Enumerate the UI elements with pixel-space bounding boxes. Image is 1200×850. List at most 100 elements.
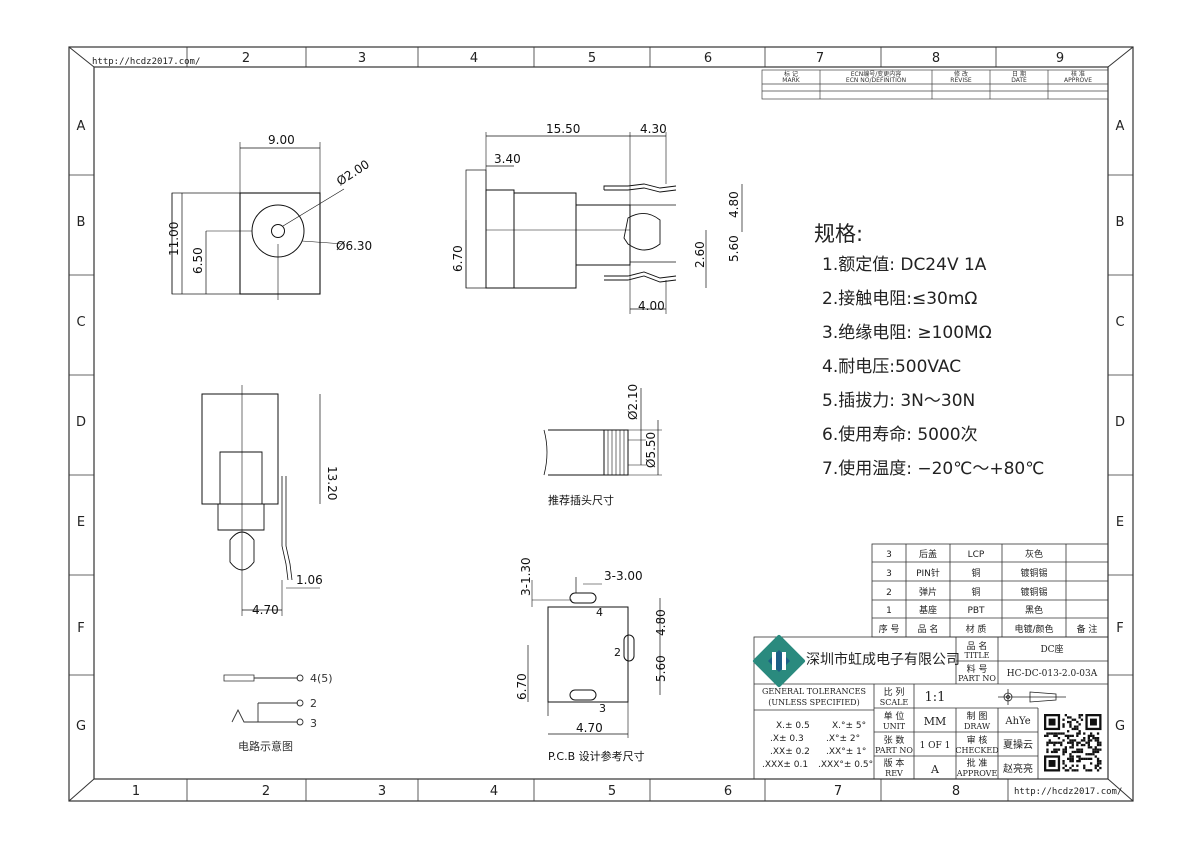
zone-top-4: 4: [470, 51, 478, 66]
rev-label-cn: 版 本: [884, 757, 905, 769]
material-cell: PIN针: [916, 567, 940, 579]
zone-left-G: G: [76, 719, 86, 734]
rev-label-en: REV: [885, 769, 903, 778]
title-block-text: 深圳市虹成电子有限公司 品 名 TITLE DC座 料 号 PART NO HC…: [762, 640, 1098, 778]
material-cell: 品 名: [918, 623, 939, 635]
spec-line-6: 6.使用寿命: 5000次: [822, 424, 978, 445]
zone-top-2: 2: [242, 51, 250, 66]
plug-caption: 推荐插头尺寸: [548, 493, 614, 507]
sheet-value: 1 OF 1: [920, 741, 951, 751]
sheet-label-cn: 张 数: [884, 734, 905, 746]
tolerance-linear: .XX± 0.2: [770, 747, 810, 757]
zone-bottom-2: 2: [262, 784, 270, 799]
zone-left-C: C: [76, 315, 85, 330]
dim-5-60: 5.60: [727, 235, 741, 262]
zone-top-9: 9: [1056, 51, 1064, 66]
dim-11-00: 11.00: [167, 222, 181, 256]
part-no-label-en: PART NO: [958, 674, 996, 683]
zone-top-7: 7: [816, 51, 824, 66]
rev-approve-cn: 核 准: [1071, 70, 1085, 78]
unit-value: MM: [924, 715, 947, 728]
company-logo: [752, 634, 806, 688]
material-cell: 镀铜锡: [1020, 586, 1047, 598]
materials-table: [871, 543, 1109, 638]
checked-by: 夏操云: [1003, 738, 1033, 751]
zone-top-6: 6: [704, 51, 712, 66]
zone-bottom-8: 8: [952, 784, 960, 799]
revision-block: [761, 69, 1109, 100]
material-cell: PBT: [967, 606, 985, 616]
sheet-label-en: PART NO: [875, 746, 913, 755]
material-cell: 铜: [971, 567, 980, 579]
material-cell: 电镀/颜色: [1014, 623, 1053, 635]
rev-date-en: DATE: [1011, 77, 1027, 84]
checked-label-cn: 审 核: [967, 734, 988, 746]
dim-3-3-00: 3-3.00: [604, 569, 643, 583]
tolerance-grid: X.± 0.5.X± 0.3.XX± 0.2.XXX± 0.1X.°± 5°.X…: [762, 721, 873, 770]
draw-label-en: DRAW: [964, 722, 991, 731]
projection-symbol-icon: [998, 689, 1066, 705]
drawn-by: AhYe: [1004, 716, 1030, 727]
spec-line-1: 1.额定值: DC24V 1A: [822, 255, 987, 275]
zone-bottom-6: 6: [724, 784, 732, 799]
draw-label-cn: 制 图: [967, 710, 988, 722]
zone-right-B: B: [1116, 215, 1125, 230]
pcb-view: [527, 577, 661, 738]
side-view-dims: 15.50 4.30 3.40 6.70 2.60 4.80 5.60 4.00: [451, 122, 741, 313]
scale-value: 1:1: [925, 690, 946, 705]
bottom-view-dims: 13.20 1.06 4.70: [252, 466, 339, 617]
zone-left-E: E: [77, 515, 85, 530]
zone-top-8: 8: [932, 51, 940, 66]
approved-by: 赵亮亮: [1003, 762, 1033, 775]
spec-line-2: 2.接触电阻:≤30mΩ: [822, 289, 977, 309]
bottom-view: [201, 385, 321, 616]
title-block: [753, 636, 1109, 780]
circuit-pin-3: 3: [310, 717, 317, 730]
material-cell: 弹片: [919, 586, 937, 598]
dim-3-1-30: 3-1.30: [519, 557, 533, 596]
rev-mark-en: MARK: [782, 77, 800, 84]
title-label-en: TITLE: [965, 651, 990, 660]
material-cell: 铜: [971, 586, 980, 598]
pad-4-label: 4: [596, 606, 603, 619]
material-cell: 黑色: [1025, 604, 1043, 616]
zone-bottom-5: 5: [608, 784, 616, 799]
zone-right-D: D: [1115, 415, 1125, 430]
material-cell: LCP: [968, 550, 985, 560]
part-number: HC-DC-013-2.0-03A: [1007, 669, 1098, 679]
company-name: 深圳市虹成电子有限公司: [806, 651, 960, 668]
dim-2-60: 2.60: [693, 241, 707, 268]
frame-zone-ticks: [69, 47, 1133, 801]
dim-6-70-pcb: 6.70: [515, 673, 529, 700]
circuit-labels: 4(5) 2 3 电路示意图: [238, 672, 333, 753]
bottom-url: http://hcdz2017.com/: [1014, 787, 1122, 797]
dim-d5-50: Ø5.50: [644, 432, 658, 468]
dim-6-70: 6.70: [451, 245, 465, 272]
zone-left-B: B: [77, 215, 86, 230]
spec-title: 规格:: [814, 222, 863, 246]
approval-label-en: APPROVE: [956, 769, 998, 778]
material-cell: 1: [886, 606, 892, 616]
material-cell: 灰色: [1025, 548, 1043, 560]
drawing-title: DC座: [1040, 643, 1063, 655]
rev-date-cn: 日 期: [1012, 70, 1026, 78]
checked-label-en: CHECKED: [955, 746, 998, 755]
zone-right-E: E: [1116, 515, 1124, 530]
zone-bottom-7: 7: [834, 784, 842, 799]
circuit-caption: 电路示意图: [238, 739, 293, 753]
dim-3-40: 3.40: [494, 152, 521, 166]
material-cell: 序 号: [879, 623, 900, 635]
revision-headers: 标 记 MARK ECN编号/变更内容 ECN NO/DEFINITION 修 …: [782, 70, 1092, 84]
material-cell: 基座: [919, 604, 937, 616]
dim-1-06: 1.06: [296, 573, 323, 587]
circuit-pin-4-5: 4(5): [310, 672, 333, 685]
dim-4-70: 4.70: [252, 603, 279, 617]
tolerance-angular: X.°± 5°: [832, 721, 866, 731]
zone-left-A: A: [77, 119, 86, 134]
dim-4-70-pcb: 4.70: [576, 721, 603, 735]
tolerance-angular: .X°± 2°: [826, 734, 860, 744]
zone-right-F: F: [1116, 621, 1123, 636]
material-cell: 3: [886, 569, 892, 579]
